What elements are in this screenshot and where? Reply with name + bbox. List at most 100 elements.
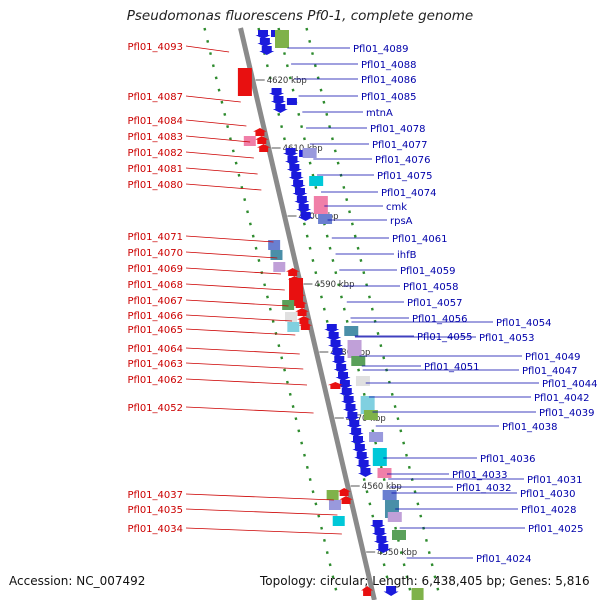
- left-gene-label: Pfl01_4035: [127, 505, 183, 516]
- gene-arrow: [373, 536, 389, 545]
- track-line: [203, 27, 340, 600]
- left-label-leader: [185, 151, 254, 159]
- feature-block: [270, 250, 283, 260]
- gene-arrow: [269, 88, 285, 97]
- left-gene-label: Pfl01_4067: [127, 296, 183, 307]
- gene-arrow: [256, 144, 271, 152]
- genome-backbone: [238, 27, 377, 600]
- feature-block: [243, 136, 256, 146]
- right-gene-label: Pfl01_4033: [452, 470, 508, 481]
- scale-tick-label: 4560 kbp: [362, 482, 402, 492]
- gene-arrow: [283, 148, 299, 157]
- gene-arrow: [294, 196, 310, 205]
- gene-arrow: [286, 164, 302, 173]
- feature-block: [273, 262, 286, 272]
- right-gene-label: Pfl01_4078: [370, 124, 426, 135]
- gene-arrow: [285, 268, 300, 276]
- gene-arrow: [337, 488, 351, 496]
- right-gene-label: Pfl01_4053: [479, 333, 535, 344]
- right-gene-label: Pfl01_4036: [480, 454, 536, 465]
- left-gene-label: Pfl01_4093: [127, 42, 183, 53]
- right-gene-label: Pfl01_4042: [534, 393, 590, 404]
- left-label-leader: [185, 45, 230, 53]
- feature-block: [302, 148, 317, 158]
- right-gene-label: Pfl01_4076: [375, 155, 431, 166]
- left-gene-label: Pfl01_4080: [127, 180, 183, 191]
- left-gene-label: Pfl01_4068: [127, 280, 183, 291]
- right-gene-label: Pfl01_4032: [456, 483, 512, 494]
- left-gene-label: Pfl01_4082: [127, 148, 183, 159]
- gene-arrow: [290, 180, 306, 189]
- track-line: [257, 27, 394, 600]
- left-gene-label: Pfl01_4081: [127, 164, 183, 175]
- genome-stats: Topology: circular; Length: 6,438,405 bp…: [260, 574, 590, 588]
- gene-arrow: [344, 412, 360, 421]
- left-label-leader: [185, 135, 251, 143]
- left-label-leader: [185, 299, 289, 307]
- gene-arrow: [350, 436, 366, 445]
- gene-arrow: [326, 332, 342, 341]
- right-gene-label: Pfl01_4047: [522, 366, 578, 377]
- feature-block: [237, 68, 252, 96]
- right-gene-label: Pfl01_4051: [424, 362, 480, 373]
- right-gene-label: Pfl01_4086: [361, 75, 417, 86]
- right-gene-label: Pfl01_4054: [496, 318, 552, 329]
- feature-block: [275, 30, 289, 48]
- feature-block: [286, 98, 297, 105]
- right-gene-label: Pfl01_4088: [361, 60, 417, 71]
- gene-arrow: [298, 212, 314, 221]
- right-gene-label: Pfl01_4057: [407, 298, 463, 309]
- left-label-leader: [185, 508, 338, 516]
- feature-block: [332, 516, 345, 526]
- right-gene-label: Pfl01_4075: [377, 171, 433, 182]
- left-label-leader: [185, 328, 296, 336]
- left-gene-label: Pfl01_4064: [127, 344, 183, 355]
- gene-arrow: [288, 172, 304, 181]
- left-label-leader: [185, 493, 334, 501]
- left-label-leader: [185, 183, 262, 191]
- right-gene-label: Pfl01_4030: [520, 489, 576, 500]
- feature-block: [411, 588, 424, 600]
- left-gene-label: Pfl01_4087: [127, 92, 183, 103]
- gene-arrow: [270, 96, 286, 105]
- right-gene-label: Pfl01_4077: [372, 140, 428, 151]
- feature-block: [344, 326, 359, 336]
- feature-block: [372, 448, 387, 466]
- gene-arrow: [253, 128, 267, 136]
- gene-arrow: [255, 136, 269, 144]
- right-gene-label: mtnA: [366, 108, 393, 119]
- gene-arrow: [284, 156, 300, 165]
- feature-block: [347, 340, 362, 358]
- left-label-leader: [185, 362, 304, 370]
- left-gene-label: Pfl01_4069: [127, 264, 183, 275]
- gene-arrow: [361, 586, 374, 596]
- left-gene-label: Pfl01_4084: [127, 116, 183, 127]
- right-gene-label: Pfl01_4055: [417, 332, 473, 343]
- right-gene-label: ihfB: [397, 250, 417, 261]
- scale-tick-label: 4620 kbp: [267, 76, 307, 86]
- gene-arrow: [335, 372, 351, 381]
- right-gene-label: Pfl01_4058: [403, 282, 459, 293]
- gene-arrow: [383, 586, 399, 596]
- right-gene-label: Pfl01_4089: [353, 44, 409, 55]
- gene-arrow: [272, 104, 288, 113]
- gene-arrow: [341, 396, 357, 405]
- left-label-leader: [185, 167, 258, 175]
- left-gene-label: Pfl01_4063: [127, 359, 183, 370]
- right-gene-label: Pfl01_4024: [476, 554, 532, 565]
- right-gene-label: Pfl01_4028: [521, 505, 577, 516]
- gene-arrow: [337, 380, 353, 389]
- left-label-leader: [185, 235, 274, 243]
- feature-block: [313, 196, 328, 214]
- right-gene-label: Pfl01_4085: [361, 92, 417, 103]
- left-label-leader: [185, 314, 293, 322]
- right-gene-label: cmk: [386, 202, 407, 213]
- feature-block: [318, 214, 333, 224]
- right-gene-label: rpsA: [390, 216, 413, 227]
- gene-arrow: [331, 356, 347, 365]
- gene-arrow: [259, 46, 275, 55]
- left-label-leader: [185, 347, 300, 355]
- left-gene-label: Pfl01_4034: [127, 524, 183, 535]
- right-gene-label: Pfl01_4061: [392, 234, 448, 245]
